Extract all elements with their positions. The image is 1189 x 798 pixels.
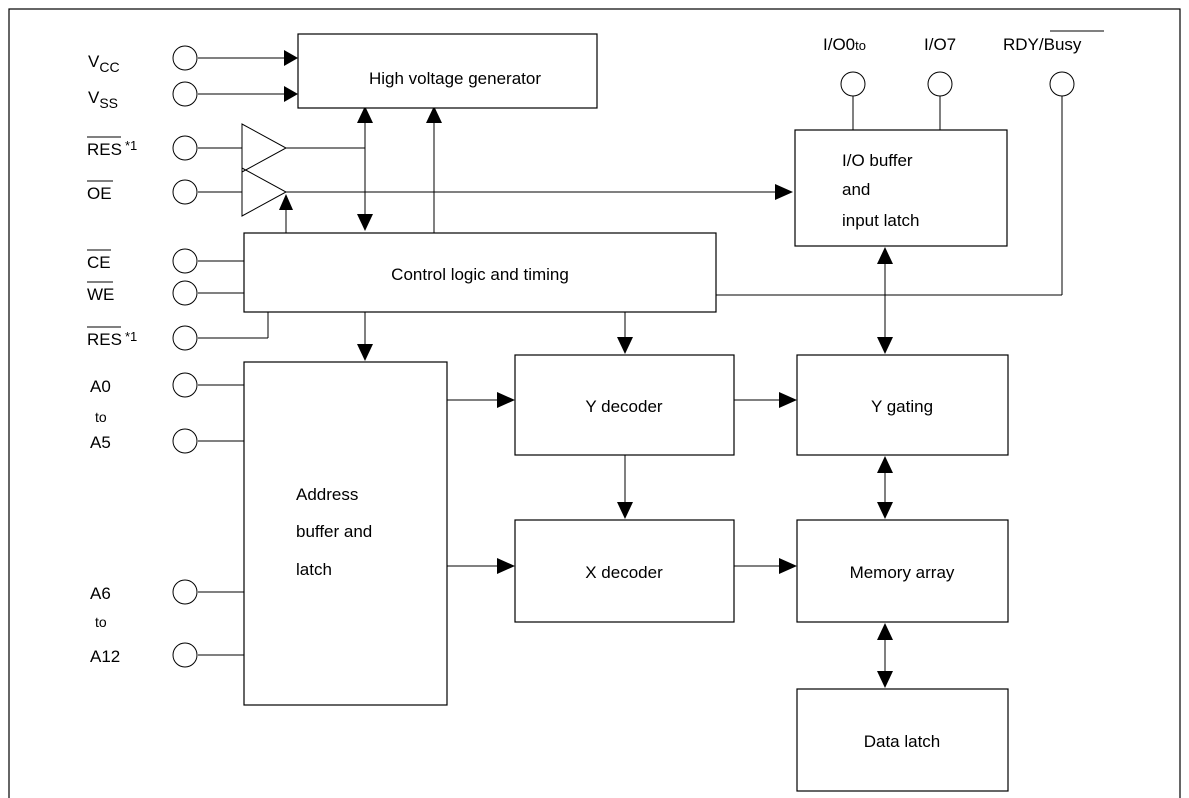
io-buffer-line1: I/O buffer — [842, 151, 913, 170]
address-line2: buffer and — [296, 522, 372, 541]
a6-label: A6 — [90, 584, 111, 603]
address-buffer-block: Address buffer and latch — [243, 361, 448, 706]
hv-generator-block: High voltage generator — [297, 33, 598, 109]
vss-label: VSS — [88, 88, 118, 111]
oe-label: OE — [87, 184, 112, 203]
vcc-label: VCC — [88, 52, 120, 75]
svg-text:Memory array: Memory array — [850, 563, 955, 582]
svg-text:Control logic and timing: Control logic and timing — [391, 265, 569, 284]
diagram-frame — [8, 8, 1181, 798]
a12-label: A12 — [90, 647, 120, 666]
svg-text:Y gating: Y gating — [871, 397, 933, 416]
io-buffer-line3: input latch — [842, 211, 920, 230]
we-label: WE — [87, 285, 114, 304]
res-top-note: *1 — [125, 138, 137, 153]
res-bottom-note: *1 — [125, 329, 137, 344]
io7-label: I/O7 — [924, 35, 956, 54]
wires — [198, 50, 1063, 688]
ce-label: CE — [87, 253, 111, 272]
pin-labels: VCC VSS RES *1 OE CE WE RES *1 A0 to A5 … — [87, 30, 1104, 666]
y-gating-block: Y gating — [796, 354, 1009, 456]
address-line3: latch — [296, 560, 332, 579]
address-line1: Address — [296, 485, 358, 504]
res-top-label: RES — [87, 140, 122, 159]
to-label-2: to — [95, 614, 107, 630]
to-label-1: to — [95, 409, 107, 425]
x-decoder-block: X decoder — [514, 519, 735, 623]
svg-text:Y decoder: Y decoder — [585, 397, 663, 416]
io0-label: I/O0to — [823, 35, 866, 54]
control-logic-block: Control logic and timing — [243, 232, 717, 313]
svg-text:X decoder: X decoder — [585, 563, 663, 582]
io-buffer-line2: and — [842, 180, 870, 199]
data-latch-block: Data latch — [796, 688, 1009, 792]
y-decoder-block: Y decoder — [514, 354, 735, 456]
a5-label: A5 — [90, 433, 111, 452]
svg-text:Data latch: Data latch — [864, 732, 941, 751]
svg-text:High voltage generator: High voltage generator — [369, 69, 541, 88]
rdy-busy-label: RDY/Busy — [1003, 35, 1082, 54]
pin-circles — [172, 45, 1075, 668]
io-buffer-block: I/O buffer and input latch — [794, 129, 1008, 247]
memory-array-block: Memory array — [796, 519, 1009, 623]
a0-label: A0 — [90, 377, 111, 396]
res-bottom-label: RES — [87, 330, 122, 349]
